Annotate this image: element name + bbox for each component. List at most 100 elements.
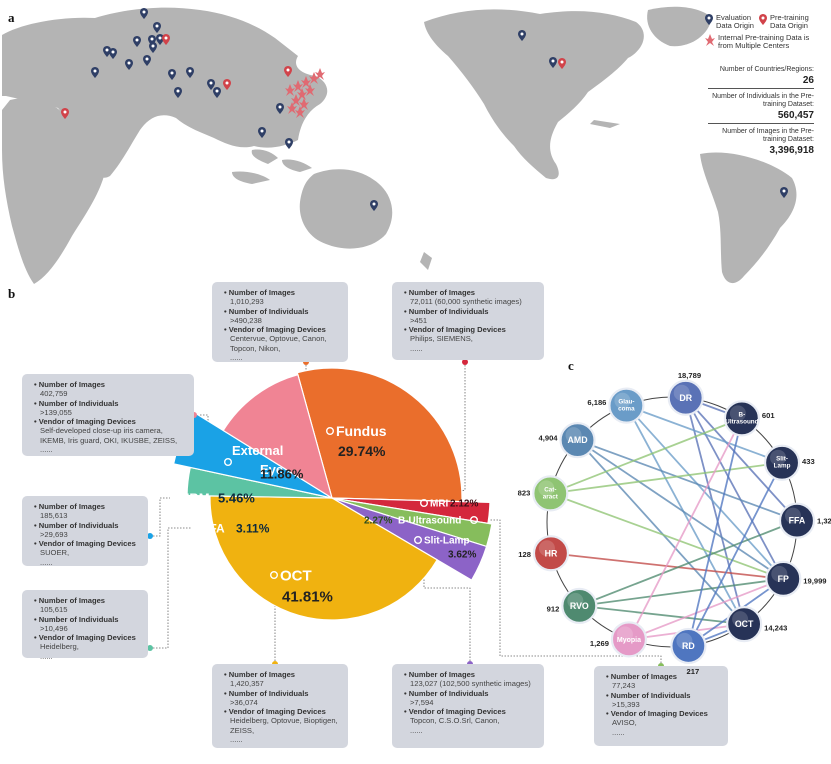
internal-marker-icon	[291, 94, 301, 106]
map-legend: Evaluation Data Origin Pre-training Data…	[705, 14, 829, 50]
network-node-label: Cat-aract	[543, 486, 559, 500]
network-edge	[628, 417, 743, 640]
land-north-america	[424, 9, 644, 180]
network-edges	[549, 396, 798, 647]
network-node-count: 14,243	[764, 623, 787, 632]
pretraining-pin-icon	[61, 108, 69, 119]
pie-value-label-external-eye: 11.86%	[260, 467, 304, 482]
network-node-label: B-Ultrasound	[725, 411, 758, 425]
network-node-label: HR	[545, 548, 558, 558]
network-node-circle	[723, 400, 760, 437]
infobox-images-value: 77,243	[612, 681, 636, 691]
infobox-images-key: Number of Images	[224, 288, 340, 297]
pie-label-dot-external-eye	[223, 458, 232, 467]
infobox-b-ultrasound: Number of Images 77,243 Number of Indivi…	[594, 666, 728, 746]
network-node-circle	[559, 422, 596, 459]
infobox-individuals-key: Number of Individuals	[606, 691, 720, 700]
land-newzealand	[420, 252, 432, 270]
infobox-images-key: Number of Images	[34, 380, 186, 389]
network-node-label: RD	[682, 641, 695, 651]
pie-category-label-mri: MRI	[430, 499, 449, 510]
infobox-vendor-key: Vendor of Imaging Devices	[404, 325, 536, 334]
infobox-more: ......	[40, 444, 53, 454]
legend-evaluation-label: Evaluation Data Origin	[716, 13, 754, 30]
stat-individuals: Number of Individuals in the Pre-trainin…	[708, 89, 814, 125]
leader-dot-mri	[462, 359, 468, 365]
network-node-label: Myopia	[617, 637, 641, 644]
infobox-vendor-value: SUOER,	[40, 548, 70, 558]
infobox-slit-lamp: Number of Images 123,027 (102,500 synthe…	[392, 664, 544, 748]
stat-individuals-value: 560,457	[777, 110, 814, 122]
evaluation-pin-icon	[518, 30, 526, 41]
pie-label-dot-ubm	[169, 494, 178, 503]
infobox-images-key: Number of Images	[404, 288, 536, 297]
infobox-fundus: Number of Images 1,010,293 Number of Ind…	[212, 282, 348, 362]
land-masses	[2, 6, 797, 284]
panel-letter-a: a	[8, 10, 15, 25]
pie-slice-oct	[209, 495, 439, 621]
pie-category-label-ffa: FFA	[202, 521, 225, 535]
leader-dot-ffa	[147, 645, 153, 651]
infobox-images-value: 1,420,357	[230, 679, 264, 689]
infobox-mri: Number of Images 72,011 (60,000 syntheti…	[392, 282, 544, 360]
infobox-individuals-key: Number of Individuals	[224, 307, 340, 316]
land-africa	[2, 98, 104, 284]
network-edge	[577, 439, 784, 580]
internal-marker-icon	[285, 84, 295, 96]
infobox-images-value: 72,011 (60,000 synthetic images)	[410, 297, 522, 307]
pie-slices	[172, 367, 493, 621]
network-node-circle	[778, 502, 816, 539]
infobox-more: ......	[230, 734, 243, 744]
network-node-circle	[765, 560, 802, 597]
network-edge	[685, 397, 798, 522]
network-node-label: DR	[679, 393, 692, 403]
internal-marker-icon	[705, 33, 715, 46]
infobox-vendor-key: Vendor of Imaging Devices	[34, 633, 140, 642]
stat-countries: Number of Countries/Regions: 26	[708, 66, 814, 90]
pie-value-label-b-ultrasound: 2.27%	[364, 516, 392, 527]
pie-value-label-ubm: 5.46%	[218, 491, 255, 506]
network-edge	[579, 519, 798, 607]
pretraining-pin-icon	[223, 79, 231, 90]
infobox-individuals-value: >36,074	[230, 697, 258, 707]
infobox-more: ......	[410, 725, 423, 735]
network-node-circle	[726, 605, 763, 643]
evaluation-pin-icon	[186, 67, 194, 78]
network-edge	[687, 418, 743, 647]
stat-countries-label: Number of Countries/Regions:	[719, 66, 814, 73]
pie-category-label-slit-lamp: Slit-Lamp	[424, 536, 470, 547]
evaluation-pin-icon	[549, 57, 557, 68]
pie-category-label-b-ultrasound: B-Ultrasound	[398, 516, 461, 527]
evaluation-pin-icon	[780, 187, 788, 198]
infobox-vendor-key: Vendor of Imaging Devices	[606, 709, 720, 718]
network-node-count: 18,789	[678, 371, 701, 380]
infobox-vendor-value: Topcon, C.S.O.Srl, Canon,	[410, 716, 500, 726]
evaluation-pin-icon	[91, 67, 99, 78]
pie-label-dot-fundus	[326, 427, 335, 436]
infobox-more: ......	[612, 727, 625, 737]
evaluation-pin-icon	[276, 103, 284, 114]
world-map	[2, 6, 797, 284]
pretraining-pin-icon	[759, 14, 767, 25]
infobox-more: ......	[40, 651, 53, 661]
legend-evaluation: Evaluation Data Origin	[705, 14, 756, 30]
leader-dot-ubm	[147, 533, 153, 539]
pie-category-label-ubm: UBM	[180, 491, 210, 506]
pie-value-label-ffa: 3.11%	[236, 521, 270, 535]
pretraining-pin-icon	[162, 34, 170, 45]
infobox-individuals-key: Number of Individuals	[34, 615, 140, 624]
evaluation-pin-icon	[109, 48, 117, 59]
infobox-ubm: Number of Images 185,613 Number of Indiv…	[22, 496, 148, 567]
network-node-count: 601	[762, 411, 775, 420]
land-greenland	[647, 6, 712, 47]
infobox-individuals-value: >7,594	[410, 697, 434, 707]
network-node-count: 4,904	[539, 434, 559, 443]
legend-internal-label: Internal Pre-training Data is from Multi…	[718, 32, 810, 50]
infobox-individuals-value: >10,496	[40, 623, 68, 633]
